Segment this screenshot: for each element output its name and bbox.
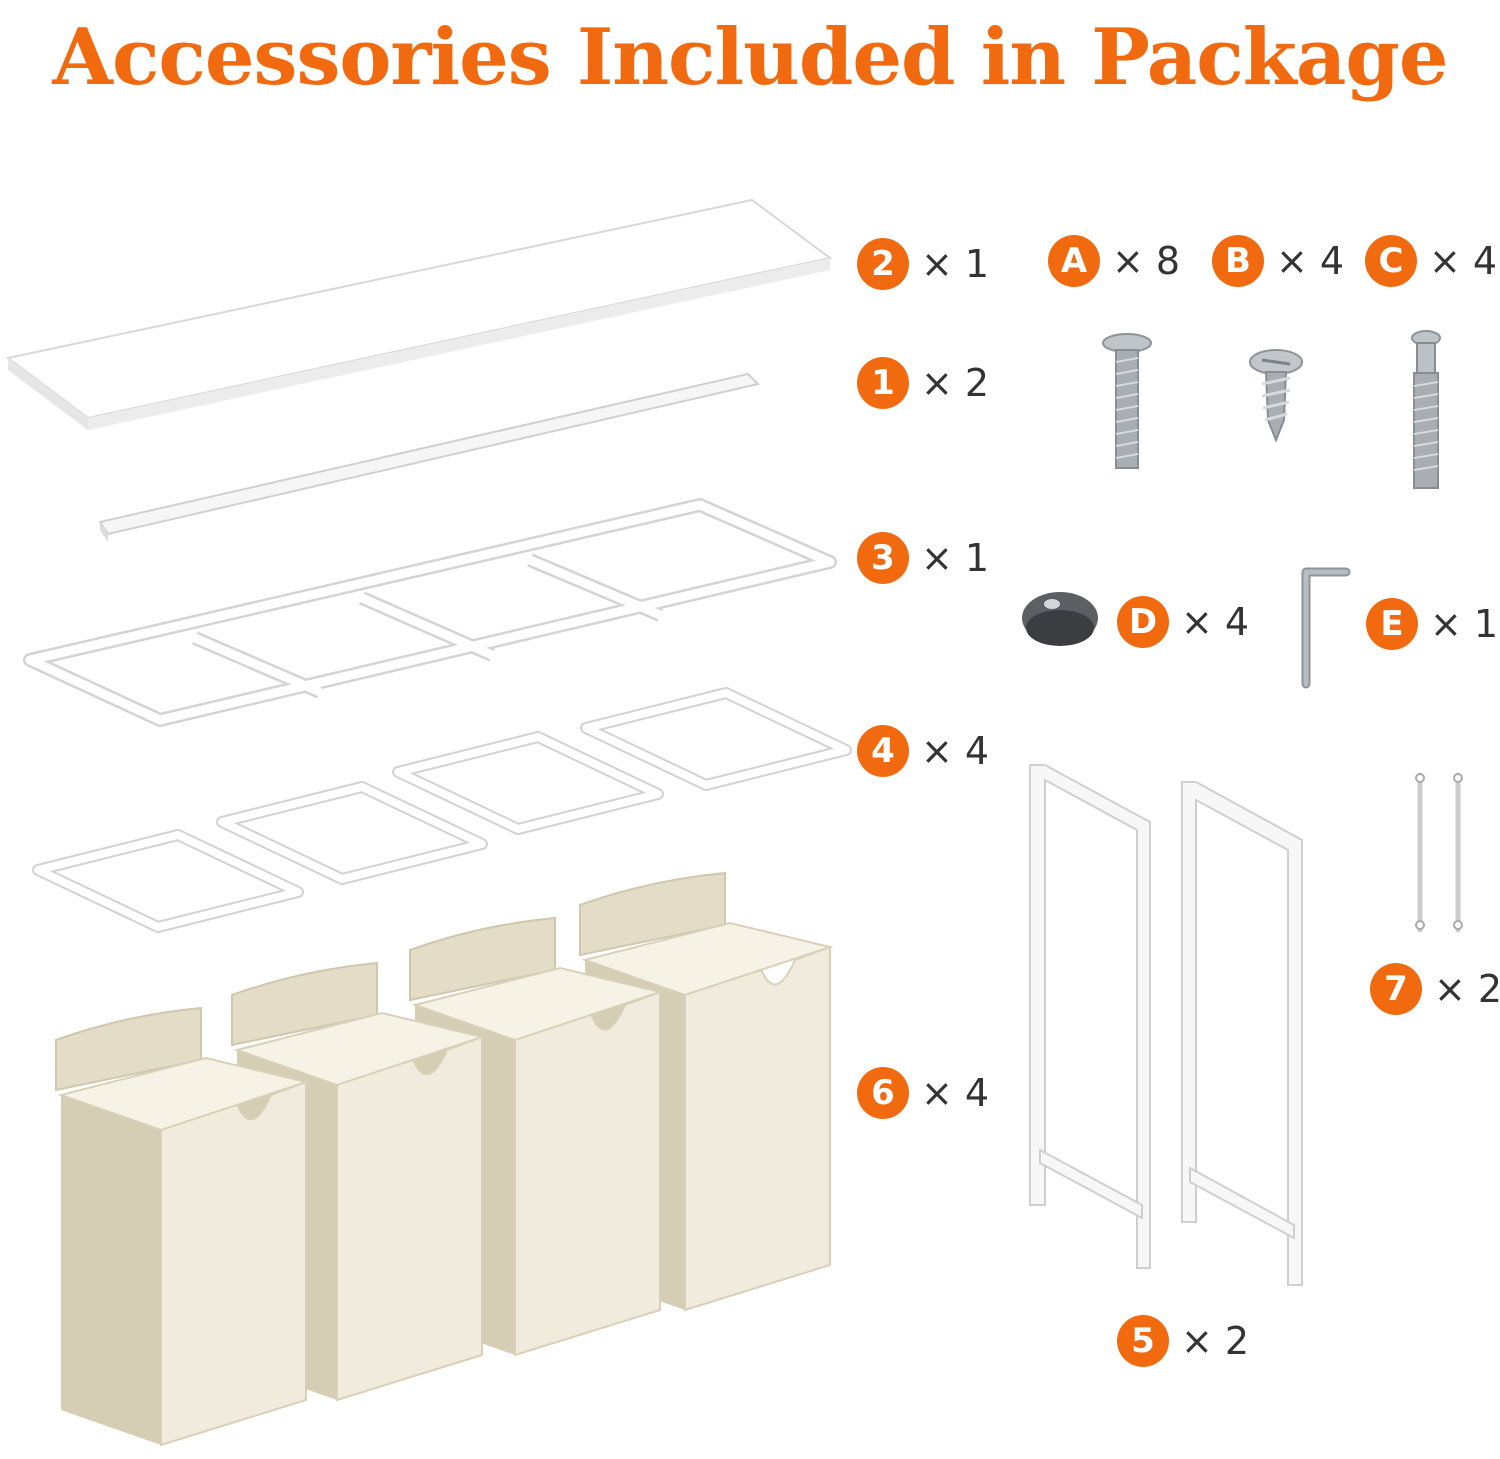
hardware-letter-badge: E	[1366, 598, 1418, 650]
part-label-4: 4 × 4	[857, 725, 989, 777]
hardware-quantity: × 1	[1430, 602, 1499, 646]
fabric-bin	[55, 1006, 310, 1447]
fabric-bins	[55, 871, 834, 1447]
part-label-3: 3 × 1	[857, 532, 989, 584]
part-number-badge: 6	[857, 1067, 909, 1119]
top-panel	[5, 198, 833, 430]
part-number-badge: 7	[1370, 963, 1422, 1015]
part-quantity: × 2	[1434, 967, 1500, 1011]
small-frame	[216, 781, 488, 885]
hardware-quantity: × 4	[1276, 239, 1345, 283]
part-quantity: × 2	[921, 361, 990, 405]
small-frame	[580, 687, 852, 791]
part-label-5: 5 × 2	[1117, 1315, 1249, 1367]
part-label-1: 1 × 2	[857, 357, 989, 409]
part-label-6: 6 × 4	[857, 1067, 989, 1119]
small-frame	[392, 731, 664, 835]
hardware-letter-badge: D	[1117, 596, 1169, 648]
part-number-badge: 2	[857, 238, 909, 290]
hardware-quantity: × 4	[1429, 239, 1498, 283]
part-quantity: × 2	[1181, 1319, 1250, 1363]
hardware-letter-badge: A	[1048, 235, 1100, 287]
part-quantity: × 1	[921, 536, 990, 580]
small-frames	[32, 687, 852, 933]
part-quantity: × 4	[921, 729, 990, 773]
straps	[1417, 772, 1461, 933]
part-number-badge: 4	[857, 725, 909, 777]
hardware-quantity: × 8	[1112, 239, 1181, 283]
hardware-label-a: A × 8	[1048, 235, 1180, 287]
page-title: Accessories Included in Package	[52, 12, 1448, 103]
part-number-badge: 1	[857, 357, 909, 409]
hardware-letter-badge: B	[1212, 235, 1264, 287]
hardware-label-d: D × 4	[1117, 596, 1249, 648]
hardware-label-e: E × 1	[1366, 598, 1498, 650]
foot-pad-icon	[1022, 592, 1098, 646]
hardware-quantity: × 4	[1181, 600, 1250, 644]
main-frame	[23, 498, 837, 727]
part-quantity: × 1	[921, 242, 990, 286]
bolt-icon	[1411, 330, 1441, 489]
hardware-label-c: C × 4	[1365, 235, 1497, 287]
hardware-letter-badge: C	[1365, 235, 1417, 287]
part-label-7: 7 × 2	[1370, 963, 1500, 1015]
bolt-icon	[1102, 333, 1152, 469]
hardware-label-b: B × 4	[1212, 235, 1344, 287]
part-number-badge: 5	[1117, 1315, 1169, 1367]
part-number-badge: 3	[857, 532, 909, 584]
side-frames	[1029, 764, 1303, 1286]
part-quantity: × 4	[921, 1071, 990, 1115]
small-frame	[32, 829, 304, 933]
rail	[98, 372, 760, 542]
part-label-2: 2 × 1	[857, 238, 989, 290]
allen-key-icon	[1301, 567, 1351, 689]
screw-icon	[1249, 349, 1303, 443]
